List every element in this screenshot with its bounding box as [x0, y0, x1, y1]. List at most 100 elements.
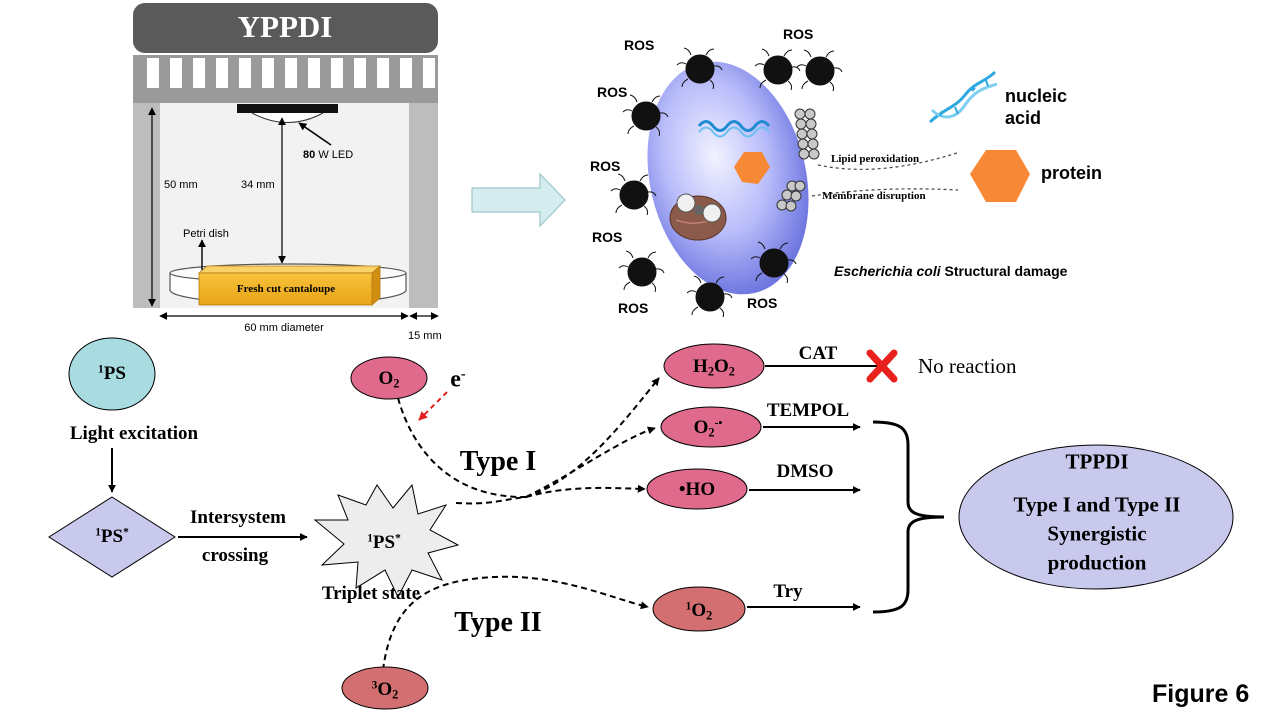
o2-sub: 2 [393, 376, 400, 391]
triplet-o2-sub: 2 [392, 687, 399, 702]
dmso-label: DMSO [776, 461, 834, 482]
dna-helix-icon [928, 70, 998, 124]
ros-particle [610, 173, 657, 216]
type1-to-h2o2 [525, 377, 660, 498]
superoxide-node [660, 406, 762, 448]
triplet-ps-text: PS [372, 532, 396, 553]
protein-icon [970, 150, 1030, 202]
ps-ground-label: 1PS [98, 363, 126, 385]
nucleic-acid-label: nucleic acid [1005, 85, 1067, 129]
intersystem-label: Intersystem [189, 507, 287, 528]
ps-excited-star: * [123, 526, 129, 539]
ros-particle [618, 250, 665, 293]
grouping-brace [872, 420, 945, 614]
triplet-ps-star: * [395, 532, 401, 545]
cantaloupe-front [198, 272, 373, 306]
flow-arrow [471, 172, 566, 228]
singlet-o2-base: O [691, 600, 707, 621]
superoxide-sub: 2 [708, 425, 715, 440]
internal-protein [734, 152, 770, 184]
singlet-o2-label: 1O2 [686, 600, 713, 622]
cantaloupe-side [371, 265, 381, 306]
type1-path [397, 397, 527, 499]
type1-to-hydroxyl [525, 484, 646, 498]
ros-label: ROS [592, 229, 623, 245]
ros-label: ROS [624, 37, 655, 53]
ps-ground-node [68, 337, 156, 411]
ros-particle [676, 47, 723, 90]
ros-label: ROS [590, 158, 621, 174]
ps-ground-sup: 1 [98, 363, 104, 376]
nucleic-acid-line1: nucleic [1005, 86, 1068, 106]
ps-excited-label: 1PS* [95, 526, 129, 548]
ros-label: ROS [747, 295, 778, 311]
o2-base: O [378, 368, 394, 389]
led-pointer [298, 122, 332, 146]
try-label: Try [773, 581, 803, 602]
membrane-disruption-label: Membrane disruption [822, 190, 926, 202]
ros-particles [610, 47, 843, 318]
ros-particle [796, 49, 843, 92]
apparatus-title: YPPDI [237, 9, 333, 44]
singlet-o2-node [652, 586, 746, 632]
crossing-label: crossing [201, 545, 269, 566]
led-power: 80 [303, 149, 316, 161]
led-label: 80 W LED [303, 149, 353, 161]
species-name: Escherichia coli [834, 263, 941, 279]
diameter-label: 60 mm diameter [244, 322, 324, 334]
ros-particle [622, 94, 669, 137]
lipid-path [817, 151, 961, 170]
membrane-path [811, 188, 959, 197]
h2o2-sub2: 2 [728, 364, 735, 379]
superoxide-base: O [693, 417, 709, 438]
o2-label: O2 [379, 368, 400, 390]
superoxide-sup: -• [714, 417, 723, 430]
petri-dish-label: Petri dish [183, 228, 229, 240]
lipid-peroxidation-label: Lipid peroxidation [831, 153, 920, 165]
h2o2-b: O [714, 356, 729, 377]
no-reaction-cross-icon [866, 349, 898, 383]
led-lens [251, 112, 324, 123]
led-lamp [237, 104, 338, 113]
type2-path [382, 575, 649, 671]
ros-label: ROS [783, 26, 814, 42]
led-unit: W LED [318, 149, 354, 161]
superoxide-label: O2-• [694, 417, 723, 439]
triplet-ps-node [313, 483, 460, 599]
ps-excited-sup: 1 [95, 526, 101, 539]
triplet-o2-node [341, 666, 429, 710]
cat-label: CAT [798, 343, 838, 364]
apparatus [133, 3, 439, 320]
internal-dna [697, 120, 771, 132]
gap-label: 15 mm [408, 330, 442, 342]
ps-excited-node [48, 496, 176, 578]
triplet-ps-label: 1PS* [367, 532, 401, 554]
protein-label: protein [1041, 163, 1102, 183]
membrane-lipids [776, 108, 820, 212]
sample-label: Fresh cut cantaloupe [236, 283, 336, 295]
h2o2-label: H2O2 [693, 356, 735, 378]
no-reaction-label: No reaction [918, 354, 1017, 378]
type1-to-superoxide [525, 426, 656, 498]
rack-slots [147, 58, 435, 88]
o2-node [350, 356, 428, 400]
bacterium [610, 47, 1030, 318]
left-leg [133, 103, 160, 308]
ros-particle [750, 241, 797, 284]
damage-label: Structural damage [944, 263, 1068, 279]
mechanism [48, 337, 1234, 710]
light-excitation-label: Light excitation [69, 423, 199, 444]
triplet-ps-sup: 1 [367, 532, 373, 545]
triplet-o2-sup: 3 [371, 679, 378, 692]
electron-text: e [450, 366, 461, 393]
cantaloupe-top [197, 265, 382, 274]
triplet-to-type1 [455, 496, 527, 505]
ros-label: ROS [618, 300, 649, 316]
h2o2-a: H [693, 356, 708, 377]
singlet-o2-sub: 2 [706, 608, 713, 623]
type1-label: Type I [459, 446, 537, 477]
result-title: TPPDI [1065, 449, 1129, 474]
h2o2-sub1: 2 [707, 364, 714, 379]
ros-particle [754, 48, 801, 91]
hydroxyl-label: •HO [678, 479, 716, 500]
